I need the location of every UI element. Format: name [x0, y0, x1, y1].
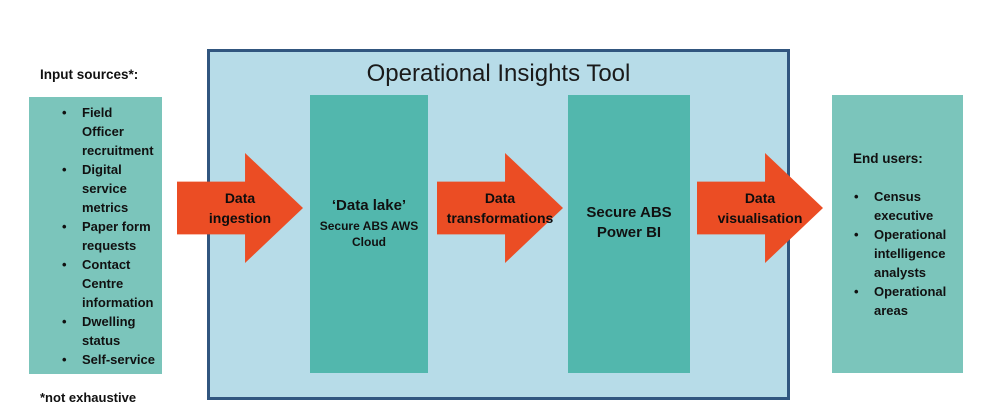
bullet-icon: • [62, 104, 67, 120]
arrow-label-line: Data [484, 190, 516, 206]
arrow-label: Data ingestion [155, 188, 325, 228]
arrow-label: Data transformations [415, 188, 585, 228]
input-sources-list: • Field Officer recruitment • Digital se… [40, 103, 156, 369]
bullet-icon: • [62, 256, 67, 272]
bullet-icon: • [62, 218, 67, 234]
container-title: Operational Insights Tool [366, 60, 631, 87]
list-item-label: Dwelling status [82, 313, 136, 348]
node-subtitle: Secure ABS AWS Cloud [319, 219, 419, 249]
bullet-icon: • [854, 188, 859, 204]
bullet-icon: • [854, 283, 859, 299]
arrow-data-visualisation: Data visualisation [697, 153, 823, 263]
arrow-label-line: Data [744, 190, 776, 206]
list-item-label: Field Officer recruitment [82, 104, 154, 158]
list-item-label: Operational intelligence analysts [874, 226, 947, 280]
arrow-label: Data visualisation [675, 188, 845, 228]
bullet-icon: • [62, 351, 67, 367]
end-users-heading: End users: [853, 150, 923, 166]
list-item: • Census executive [854, 187, 957, 225]
list-item: • Contact Centre information [62, 255, 156, 312]
end-users-box: End users: • Census executive • Operatio… [832, 95, 963, 373]
list-item: • Operational intelligence analysts [854, 225, 957, 282]
bullet-icon: • [62, 161, 67, 177]
arrow-label-line: Data [224, 190, 256, 206]
list-item-label: Self-service [82, 351, 155, 367]
list-item: • Field Officer recruitment [62, 103, 156, 160]
node-power-bi: Secure ABS Power BI [568, 95, 690, 373]
input-sources-heading: Input sources*: [40, 66, 139, 82]
list-item-label: Operational areas [874, 283, 947, 318]
list-item: • Paper form requests [62, 217, 156, 255]
list-item: • Self-service [62, 350, 156, 369]
footnote: *not exhaustive [40, 389, 137, 405]
bullet-icon: • [62, 313, 67, 329]
list-item: • Operational areas [854, 282, 957, 320]
arrow-data-transformations: Data transformations [437, 153, 563, 263]
list-item: • Dwelling status [62, 312, 156, 350]
list-item-label: Census executive [874, 188, 934, 223]
arrow-data-ingestion: Data ingestion [177, 153, 303, 263]
list-item-label: Contact Centre information [82, 256, 154, 310]
end-users-list: • Census executive • Operational intelli… [853, 187, 957, 320]
node-title: ‘Data lake’ [331, 197, 407, 214]
arrow-label-line: visualisation [717, 210, 803, 226]
node-data-lake: ‘Data lake’ Secure ABS AWS Cloud [310, 95, 428, 373]
list-item-label: Paper form requests [82, 218, 151, 253]
input-sources-box: Input sources*: • Field Officer recruitm… [29, 67, 162, 405]
list-item: • Digital service metrics [62, 160, 156, 217]
arrow-label-line: ingestion [208, 210, 272, 226]
bullet-icon: • [854, 226, 859, 242]
list-item-label: Digital service metrics [82, 161, 129, 215]
node-title: Secure ABS Power BI [586, 204, 672, 241]
arrow-label-line: transformations [446, 210, 554, 226]
